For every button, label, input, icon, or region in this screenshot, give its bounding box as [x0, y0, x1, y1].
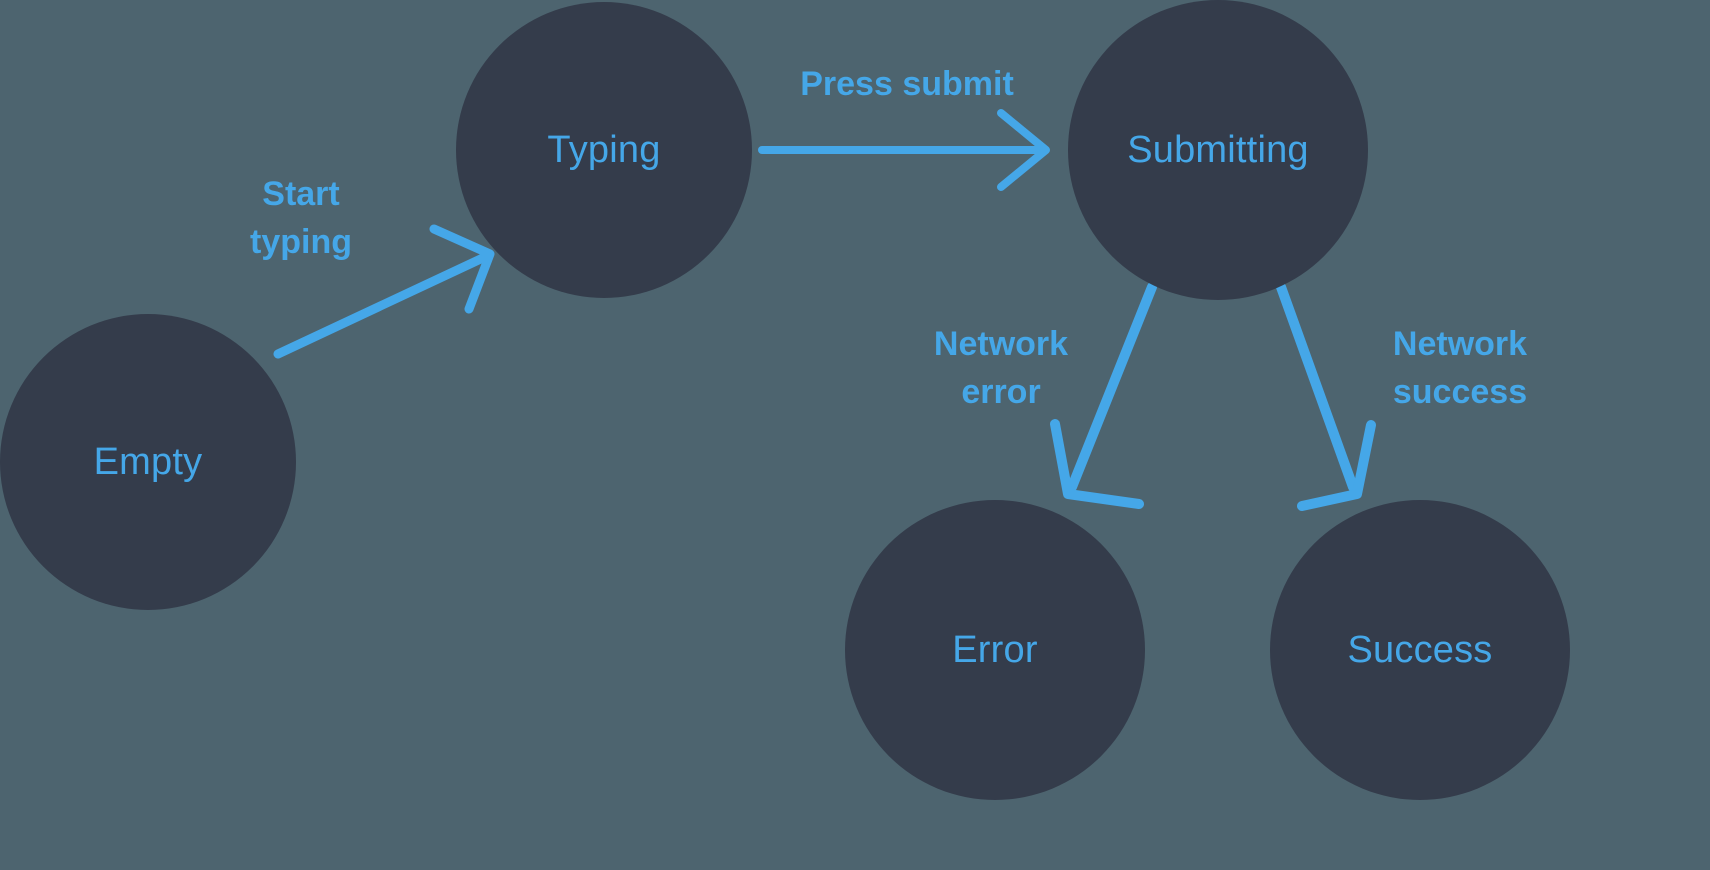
state-label-error: Error [952, 629, 1038, 671]
state-node-success[interactable]: Success [1270, 500, 1570, 800]
transition-label-start-typing: Start typing [250, 175, 352, 262]
transition-arrow-start-typing [273, 224, 495, 359]
state-label-submitting: Submitting [1127, 129, 1309, 171]
state-node-empty[interactable]: Empty [0, 314, 296, 610]
state-node-submitting[interactable]: Submitting [1068, 0, 1368, 300]
state-label-typing: Typing [547, 129, 661, 171]
transition-arrow-network-error [1050, 282, 1157, 509]
state-node-typing[interactable]: Typing [456, 2, 752, 298]
transition-label-press-submit: Press submit [800, 65, 1014, 103]
state-node-error[interactable]: Error [845, 500, 1145, 800]
state-label-empty: Empty [93, 441, 203, 483]
state-label-success: Success [1347, 629, 1493, 671]
transition-label-network-error: Network error [933, 325, 1069, 412]
transition-arrow-network-success [1276, 282, 1376, 511]
transition-arrow-press-submit [758, 109, 1050, 191]
transition-label-network-success: Network success [1392, 325, 1528, 412]
